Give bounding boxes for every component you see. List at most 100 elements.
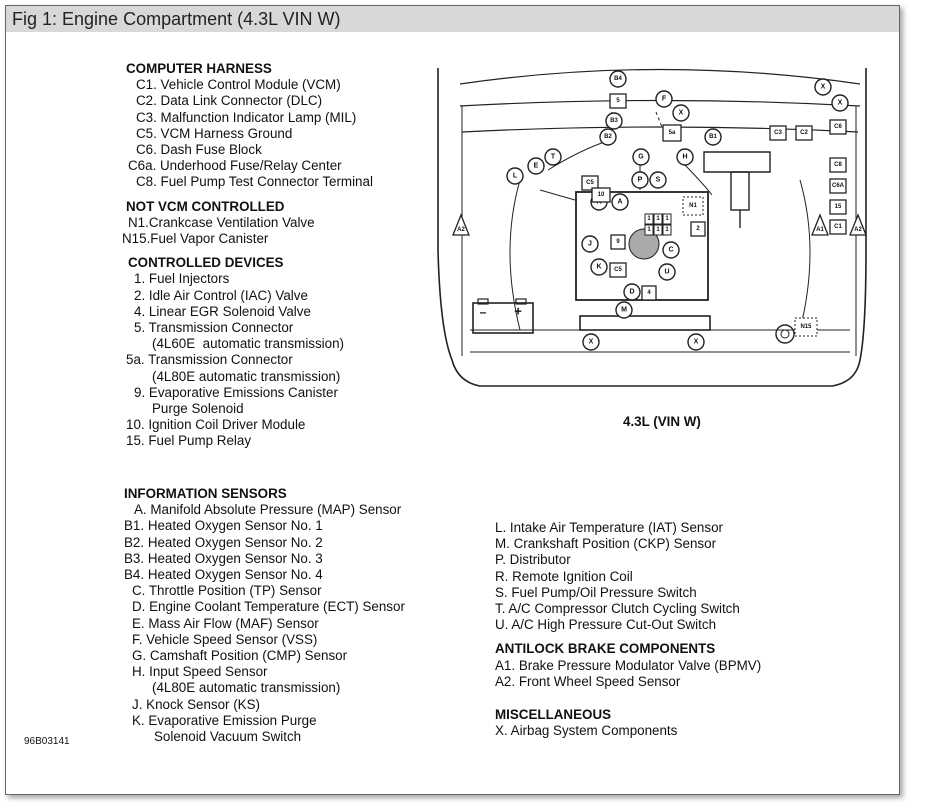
injector-box (653, 213, 663, 225)
legend-item: C. Throttle Position (TP) Sensor (132, 583, 322, 599)
callout-circle (676, 148, 694, 166)
legend-item: (4L80E automatic transmission) (152, 680, 341, 696)
legend-item: H. Input Speed Sensor (132, 664, 268, 680)
callout-box-label: 4 (647, 290, 651, 296)
callout-box (662, 124, 682, 142)
callout-label: X (838, 100, 843, 107)
legend-item: 2. Idle Air Control (IAC) Valve (134, 287, 308, 303)
callout-label: A (617, 199, 622, 206)
callout-circle (506, 167, 524, 185)
dashed-box (682, 196, 704, 216)
injector-box (662, 224, 672, 236)
callout-box (609, 262, 627, 278)
triangle-label: A1 (816, 227, 824, 233)
legend-item: G. Camshaft Position (CMP) Sensor (132, 648, 348, 664)
callout-circle (831, 94, 849, 112)
callout-label: D (629, 289, 634, 296)
callout-label: T (551, 154, 556, 161)
legend-item: B3. Heated Oxygen Sensor No. 3 (124, 550, 323, 566)
callout-circle (609, 70, 627, 88)
legend-item: 4. Linear EGR Solenoid Valve (134, 303, 311, 319)
dashed-label: N1 (689, 203, 697, 209)
legend-item: C6a. Underhood Fuse/Relay Center (128, 158, 342, 174)
legend-item: (4L80E automatic transmission) (152, 368, 341, 384)
legend-column-sensors: INFORMATION SENSORS A. Manifold Absolute… (124, 486, 405, 745)
callout-label: C (668, 247, 673, 254)
triangle-marker (811, 213, 829, 236)
callout-box (829, 219, 847, 235)
dashed-box (794, 317, 818, 337)
callout-circle (658, 263, 676, 281)
triangle-marker (452, 213, 470, 236)
callout-box (829, 199, 847, 215)
injector-box (653, 224, 663, 236)
injector-box (644, 224, 654, 236)
callout-circle (631, 171, 649, 189)
callout-label: G (638, 154, 644, 161)
callout-label: X (589, 339, 594, 346)
callout-label: B1 (709, 134, 717, 140)
callout-box-label: C6 (834, 124, 842, 130)
callout-circle (615, 301, 633, 319)
callout-circle (662, 241, 680, 259)
callout-label: L (513, 173, 518, 180)
triangle-label: A2 (854, 227, 862, 233)
legend-item: L. Intake Air Temperature (IAT) Sensor (495, 520, 723, 535)
callout-circle (605, 112, 623, 130)
triangle-label: A2 (457, 227, 465, 233)
callout-circle (581, 235, 599, 253)
callout-box-label: C6A (832, 183, 845, 189)
callout-circle (611, 193, 629, 211)
legend-item: K. Evaporative Emission Purge (132, 712, 317, 728)
figure-code: 96B03141 (24, 736, 70, 747)
legend-item: B2. Heated Oxygen Sensor No. 2 (124, 534, 323, 550)
callout-circle (582, 333, 600, 351)
figure-frame: Fig 1: Engine Compartment (4.3L VIN W) (5, 5, 900, 795)
legend-column-upper: COMPUTER HARNESS C1. Vehicle Control Mod… (122, 61, 373, 450)
battery-positive-label: + (514, 304, 522, 319)
callout-box-label: C8 (834, 162, 842, 168)
legend-item: Solenoid Vacuum Switch (154, 729, 302, 745)
callout-label: X (694, 339, 699, 346)
callout-label: P (638, 177, 643, 184)
callout-circle (527, 157, 545, 175)
legend-item: D. Engine Coolant Temperature (ECT) Sens… (132, 599, 405, 615)
legend-item: B4. Heated Oxygen Sensor No. 4 (124, 567, 323, 583)
legend-item: S. Fuel Pump/Oil Pressure Switch (495, 584, 697, 600)
callout-box (581, 175, 599, 191)
legend-item: C3. Malfunction Indicator Lamp (MIL) (136, 109, 357, 125)
callout-box (829, 178, 847, 194)
callout-label: M (621, 307, 627, 314)
callout-circle (814, 78, 832, 96)
callout-label: X (679, 110, 684, 117)
callout-box-label: 15 (835, 204, 842, 210)
callout-box-label: 5 (616, 98, 620, 104)
information-sensors-heading: INFORMATION SENSORS (124, 486, 287, 501)
legend-item: 1. Fuel Injectors (134, 271, 230, 287)
callout-label: K (596, 264, 601, 271)
legend-item: R. Remote Ignition Coil (495, 568, 633, 584)
callout-box-label: C5 (586, 180, 594, 186)
legend-item: C2. Data Link Connector (DLC) (136, 93, 323, 109)
callout-box (641, 285, 657, 301)
legend-item: X. Airbag System Components (495, 723, 678, 739)
distributor-icon (628, 228, 660, 260)
callout-box (591, 187, 611, 203)
legend-item: J. Knock Sensor (KS) (132, 696, 261, 712)
callout-box-label: 2 (696, 226, 700, 232)
callout-circle (687, 333, 705, 351)
legend-item: C5. VCM Harness Ground (136, 125, 293, 141)
figure-title: Fig 1: Engine Compartment (4.3L VIN W) (6, 6, 899, 32)
diagram-caption: 4.3L (VIN W) (623, 414, 701, 429)
legend-item: A1. Brake Pressure Modulator Valve (BPMV… (495, 657, 762, 673)
legend-item: 15. Fuel Pump Relay (126, 433, 252, 449)
injector-label: 1 (656, 216, 660, 222)
legend-item: (4L60E automatic transmission) (152, 336, 345, 352)
legend-item: M. Crankshaft Position (CKP) Sensor (495, 536, 717, 552)
dashed-label: N15 (800, 324, 812, 330)
callout-box-label: C1 (834, 224, 842, 230)
callout-box (690, 221, 706, 237)
callout-box-label: C2 (800, 130, 808, 136)
callout-circle (623, 283, 641, 301)
